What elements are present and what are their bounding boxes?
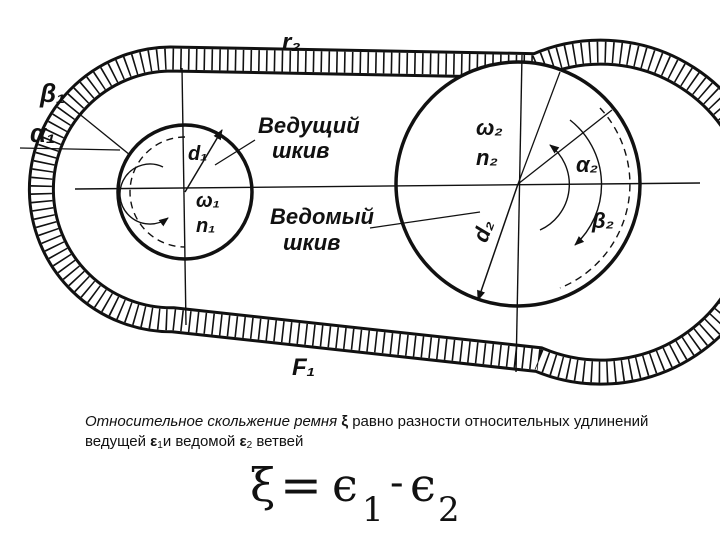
- driven-pulley-label-2: шкив: [283, 230, 340, 255]
- alpha2-label: α₂: [576, 152, 598, 177]
- driven-pulley: [394, 60, 642, 308]
- eps2-subscript: 2: [246, 440, 253, 451]
- eps1-subscript: 1: [157, 440, 163, 451]
- caption-part-3: и ведомой: [162, 433, 240, 450]
- formula-xi: ξ: [250, 458, 276, 512]
- caption-part-4: ветвей: [252, 433, 304, 450]
- formula-epsilon-2: ϵ: [410, 458, 436, 512]
- r2-label: r₂: [282, 29, 301, 56]
- formula-epsilon-1: ϵ: [332, 458, 358, 512]
- beta1-label: β₁: [39, 78, 65, 108]
- xi-symbol: ξ: [341, 413, 349, 430]
- formula-sub-2: 2: [438, 490, 460, 530]
- leader-lines: [19, 107, 481, 229]
- belt: [27, 38, 720, 386]
- formula-minus: -: [390, 460, 404, 506]
- belt-drive-diagram: r₂ β₁ α₁ d₁ ω₁ n₁ Ведущий шкив Ведомый ш…: [19, 29, 720, 386]
- caption-part-1: Относительное скольжение ремня: [85, 413, 342, 430]
- axis-lines: [74, 54, 701, 373]
- d1-label: d₁: [188, 143, 207, 165]
- formula-equals: =: [280, 456, 322, 514]
- beta2-label: β₂: [591, 208, 614, 233]
- omega1-label: ω₁: [196, 190, 220, 212]
- omega2-label: ω₂: [476, 115, 503, 140]
- caption-part-2: равно разности относительных удлинений в…: [85, 413, 649, 450]
- n1-label: n₁: [196, 215, 215, 237]
- alpha1-label: α₁: [30, 118, 55, 148]
- driven-pulley-label-1: Ведомый: [270, 204, 374, 229]
- eps1-symbol: ε: [150, 433, 158, 450]
- driving-pulley-label-2: шкив: [272, 138, 329, 163]
- F1-label: F₁: [292, 354, 315, 381]
- driving-pulley-label-1: Ведущий: [258, 113, 360, 138]
- formula-sub-1: 1: [362, 490, 384, 530]
- caption-text: Относительное скольжение ремня ξ равно р…: [85, 412, 705, 456]
- eps2-symbol: ε: [239, 433, 247, 450]
- n2-label: n₂: [476, 145, 498, 170]
